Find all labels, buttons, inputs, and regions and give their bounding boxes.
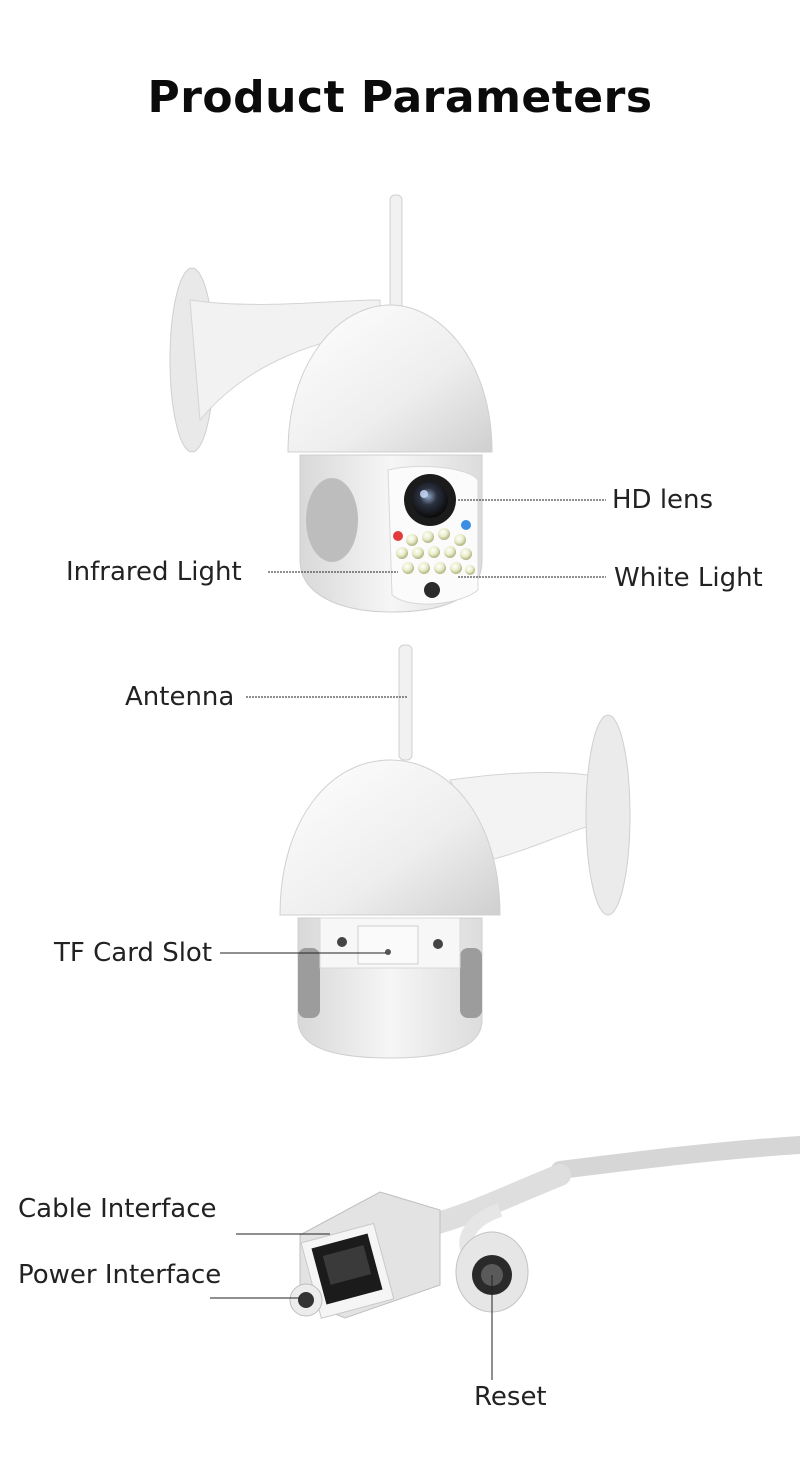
- label-hd-lens: HD lens: [612, 485, 714, 515]
- label-power-interface: Power Interface: [18, 1260, 222, 1290]
- label-white-light: White Light: [614, 563, 763, 593]
- page-title: Product Parameters: [147, 72, 653, 123]
- label-reset: Reset: [474, 1382, 547, 1412]
- label-tf-card-slot: TF Card Slot: [54, 938, 213, 968]
- label-antenna: Antenna: [125, 682, 235, 712]
- label-cable-interface: Cable Interface: [18, 1194, 217, 1224]
- label-infrared-light: Infrared Light: [66, 557, 242, 587]
